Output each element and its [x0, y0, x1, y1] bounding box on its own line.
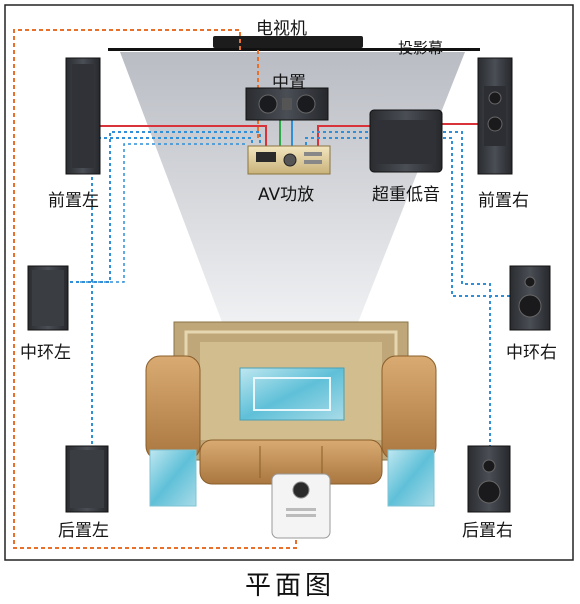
cable-blue-rear-right [312, 131, 491, 448]
cable-orange [13, 29, 297, 549]
tv-shape [213, 36, 363, 48]
subwoofer-label: 超重低音 [372, 185, 440, 205]
cable-blue-mid-right [305, 137, 510, 297]
av-amplifier-label: AV功放 [258, 185, 315, 205]
screen-label: 投影幕 [398, 39, 444, 57]
projector-shape [271, 473, 331, 539]
room-border [4, 4, 574, 561]
rear-right-label: 后置右 [462, 521, 513, 541]
cable-red-right2 [317, 125, 370, 146]
mid-right-label: 中环右 [506, 343, 557, 363]
side-table-right [387, 449, 435, 507]
projection-screen [108, 48, 480, 51]
rear-left-label: 后置左 [58, 521, 109, 541]
cable-red-left [100, 125, 267, 146]
cable-blue-mid-left-2 [80, 143, 246, 283]
sofa-right [381, 355, 437, 461]
front-left-label: 前置左 [48, 191, 99, 211]
cable-blue-rear-left [91, 137, 253, 450]
side-table-left [149, 449, 197, 507]
front-right-label: 前置右 [478, 191, 529, 211]
caption-title: 平面图 [244, 571, 335, 601]
mid-left-label: 中环左 [20, 343, 71, 363]
cable-blue-mid-left [70, 131, 261, 283]
center-speaker-label: 中置 [272, 73, 306, 93]
tv-label: 电视机 [256, 19, 307, 39]
sofa-left [145, 355, 201, 461]
coffee-table [239, 367, 345, 421]
